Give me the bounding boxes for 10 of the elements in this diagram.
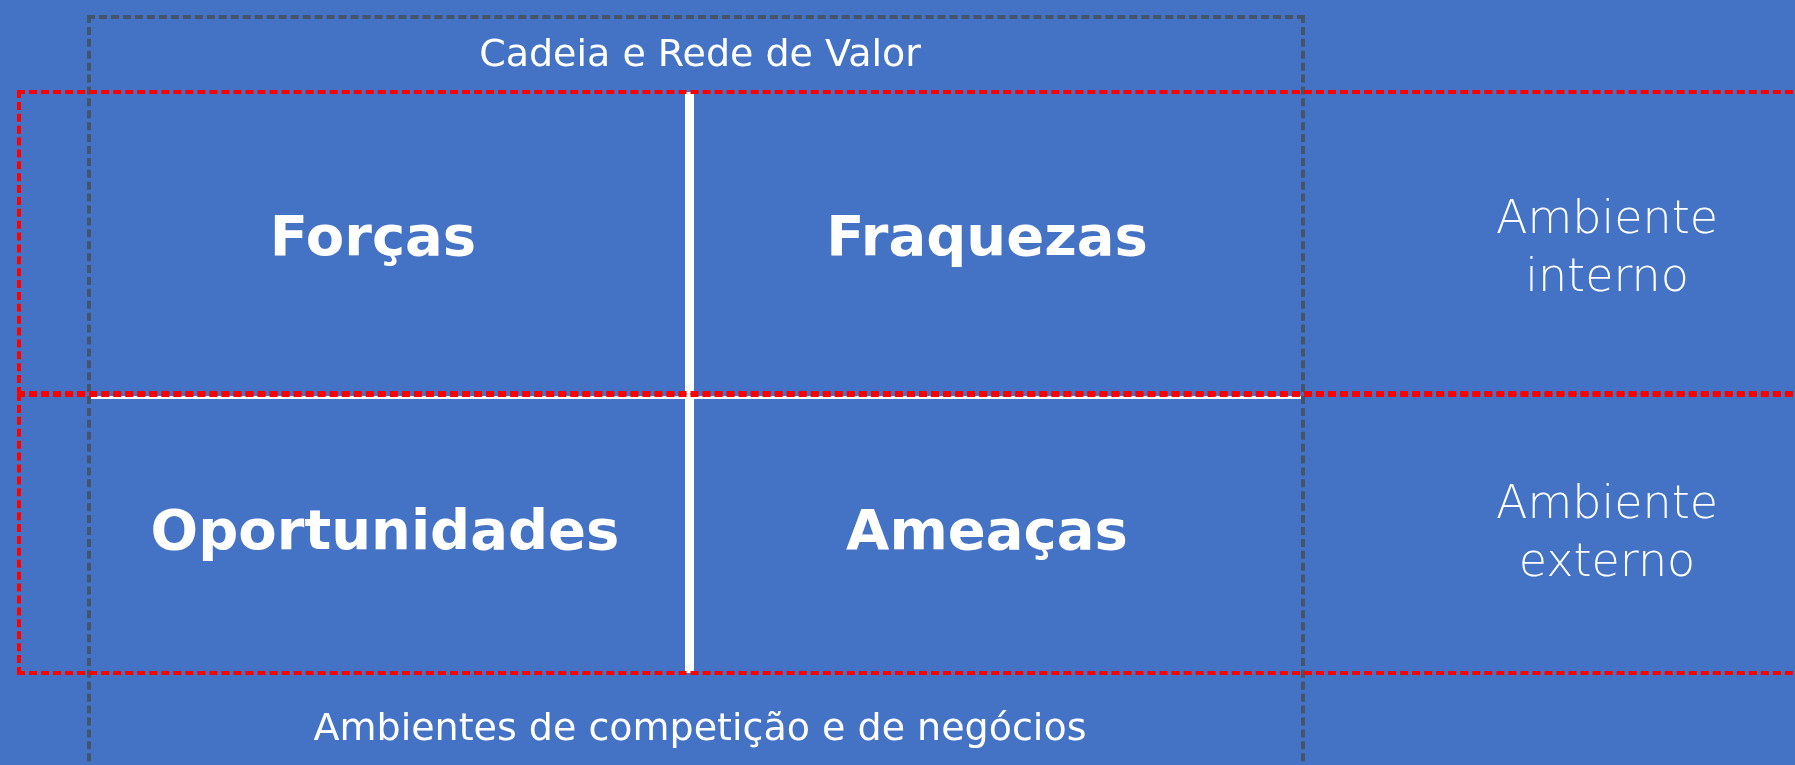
frame-caption: Ambientes de competição e de negócios [313,705,1087,749]
frame-title: Cadeia e Rede de Valor [479,31,921,75]
quadrant-label: Ameaças [846,496,1128,562]
quadrant-label: Oportunidades [150,496,620,562]
quadrant-label: Fraquezas [826,202,1148,268]
band-label: Ambiente interno [1494,188,1720,303]
band-label: Ambiente externo [1494,473,1720,588]
dashed-band [17,90,1795,395]
quadrant-label: Forças [269,202,477,268]
dashed-band [17,393,1795,675]
